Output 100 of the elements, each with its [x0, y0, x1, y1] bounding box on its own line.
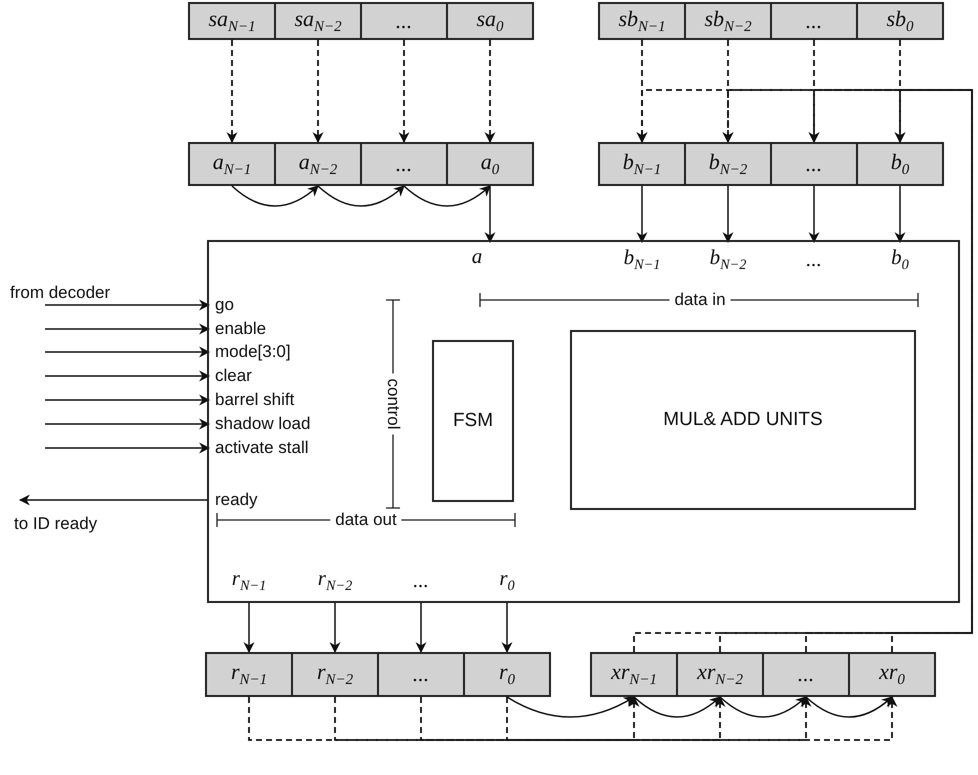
register-cell — [274, 142, 362, 186]
dashed-arrow — [420, 696, 812, 741]
port-label: b$_{0}$ — [891, 246, 909, 274]
register-label: b$_{0}$ — [890, 150, 910, 178]
register-cell — [188, 142, 276, 186]
logic-block — [432, 340, 514, 502]
register-cell — [463, 652, 551, 697]
register-label: a$_{N−1}$ — [212, 150, 252, 178]
port-label: ... — [413, 569, 429, 593]
signal-label: clear — [215, 366, 252, 386]
register-label: xr$_{0}$ — [879, 660, 905, 689]
signal-label: shadow load — [215, 414, 310, 434]
accelerator-block — [207, 240, 960, 603]
register-label: ... — [798, 662, 814, 687]
register-label: xr$_{N−1}$ — [611, 660, 657, 689]
register-label: a$_{0}$ — [480, 150, 500, 178]
register-cell — [188, 2, 276, 40]
dashed-arrow — [891, 89, 973, 652]
arrow — [45, 442, 210, 454]
register-label: ... — [806, 152, 822, 176]
curved-arrow — [806, 696, 893, 718]
register-label: xr$_{N−2}$ — [697, 660, 743, 689]
arrow — [45, 418, 210, 430]
arrow — [45, 324, 210, 334]
signal-label: activate stall — [215, 438, 309, 458]
register-cell — [684, 2, 772, 40]
arrow — [45, 300, 210, 310]
arrow — [45, 346, 210, 358]
port-label: b$_{N−2}$ — [710, 246, 746, 274]
arrow — [45, 394, 210, 406]
unit-label: MUL& ADD UNITS — [663, 410, 823, 430]
register-cell — [762, 652, 850, 697]
port-label: b$_{N−1}$ — [624, 246, 660, 274]
register-label: sa$_{N−2}$ — [294, 6, 342, 36]
arrow — [722, 186, 734, 244]
arrow — [894, 186, 906, 244]
register-cell — [684, 142, 772, 186]
register-cell — [676, 652, 764, 697]
curved-arrow — [232, 185, 319, 207]
arrow — [45, 370, 210, 382]
dashed-arrow — [226, 40, 238, 144]
register-cell — [856, 2, 944, 40]
register-label: b$_{N−2}$ — [708, 150, 748, 178]
signal-note: to ID ready — [14, 515, 98, 534]
signal-label: enable — [215, 320, 266, 338]
register-label: ... — [806, 8, 822, 34]
register-label: sa$_{0}$ — [476, 6, 504, 36]
register-label: r$_{N−1}$ — [230, 660, 268, 689]
register-label: sa$_{N−1}$ — [208, 6, 256, 36]
register-label: ... — [396, 152, 412, 176]
arrow — [808, 186, 820, 244]
curved-arrow — [506, 696, 635, 718]
dashed-arrow — [805, 89, 973, 652]
register-cell — [770, 2, 858, 40]
register-label: sb$_{0}$ — [886, 6, 914, 36]
register-cell — [446, 142, 534, 186]
port-label: a — [472, 245, 482, 269]
port-label: r$_{N−1}$ — [232, 567, 266, 595]
register-cell — [291, 652, 379, 697]
port-label: r$_{0}$ — [499, 567, 515, 595]
arrow — [18, 494, 209, 506]
unit-label: FSM — [452, 410, 494, 432]
dashed-arrow — [334, 696, 726, 741]
arrow — [244, 601, 254, 654]
curved-arrow — [634, 696, 721, 718]
register-cell — [770, 142, 858, 186]
dashed-arrow — [484, 40, 496, 144]
logic-block — [570, 330, 916, 510]
register-label: sb$_{N−2}$ — [704, 6, 752, 36]
dashed-arrow — [248, 696, 640, 741]
register-label: ... — [412, 662, 430, 687]
signal-label: ready — [215, 490, 258, 510]
register-label: ... — [396, 8, 412, 34]
register-cell — [590, 652, 678, 697]
register-label: b$_{N−1}$ — [622, 150, 662, 178]
register-label: r$_{N−2}$ — [316, 660, 354, 689]
register-cell — [598, 142, 686, 186]
curved-arrow — [404, 185, 491, 207]
register-cell — [598, 2, 686, 40]
curved-arrow — [318, 185, 405, 207]
arrow — [636, 186, 648, 244]
register-label: a$_{N−2}$ — [298, 150, 338, 178]
dashed-arrow — [312, 40, 324, 144]
curved-arrow — [720, 696, 807, 718]
port-label: ... — [806, 248, 822, 272]
register-cell — [360, 2, 448, 40]
signal-label: go — [215, 296, 234, 314]
arrow — [330, 601, 340, 654]
signal-label: barrel shift — [215, 390, 294, 410]
dashed-arrow — [398, 40, 410, 144]
arrow — [416, 601, 426, 654]
arrow — [502, 601, 512, 654]
register-cell — [377, 652, 465, 697]
register-cell — [848, 652, 936, 697]
signal-label: mode[3:0] — [215, 342, 291, 362]
register-cell — [360, 142, 448, 186]
port-label: r$_{N−2}$ — [318, 567, 352, 595]
signal-note: from decoder — [10, 284, 110, 303]
register-cell — [446, 2, 534, 40]
dashed-arrow — [506, 696, 898, 741]
